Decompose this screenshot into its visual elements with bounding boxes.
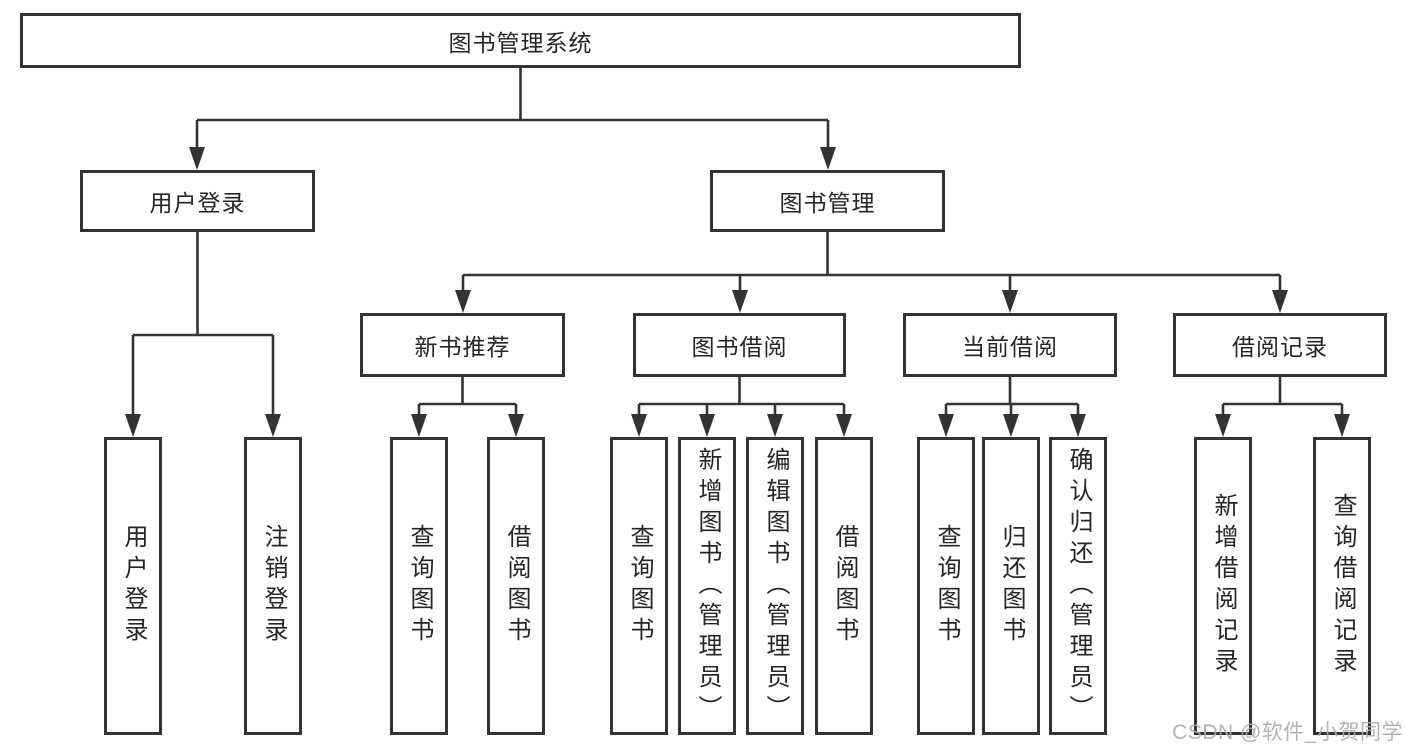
node-label: 用户登录 — [120, 524, 147, 648]
node-add-book-admin: 新增图书（管理员） — [678, 437, 736, 735]
watermark: CSDN @软件_小贺同学 — [1172, 721, 1403, 744]
arrowhead — [125, 414, 141, 437]
node-label: 查询借阅记录 — [1329, 493, 1356, 679]
node-label: 确认归还（管理员） — [1065, 446, 1092, 726]
node-label: 编辑图书（管理员） — [762, 446, 789, 726]
node-add-borrow-record: 新增借阅记录 — [1194, 437, 1252, 735]
arrowhead — [1002, 290, 1018, 313]
node-borrow-books-borrowing: 借阅图书 — [815, 437, 873, 735]
node-label: 新增借阅记录 — [1210, 493, 1237, 679]
node-query-books-current: 查询图书 — [917, 437, 975, 735]
arrowhead — [455, 290, 471, 313]
node-label: 新增图书（管理员） — [694, 446, 721, 726]
node-library-management-system: 图书管理系统 — [20, 13, 1021, 68]
node-query-borrow-record: 查询借阅记录 — [1313, 437, 1371, 735]
node-borrowing-records: 借阅记录 — [1173, 313, 1387, 377]
node-label: 图书管理系统 — [448, 29, 593, 56]
node-label: 图书借阅 — [691, 334, 788, 360]
arrowhead — [1070, 414, 1086, 437]
node-borrow-books-recommend: 借阅图书 — [487, 437, 545, 735]
node-edit-book-admin: 编辑图书（管理员） — [746, 437, 804, 735]
node-query-books-recommend: 查询图书 — [390, 437, 448, 735]
node-label: 新书推荐 — [414, 334, 511, 360]
arrowhead — [938, 414, 954, 437]
node-book-management: 图书管理 — [710, 170, 945, 232]
arrowhead — [1215, 414, 1231, 437]
arrowhead — [411, 414, 427, 437]
node-label: 借阅图书 — [831, 524, 858, 648]
node-label: 当前借阅 — [962, 334, 1058, 360]
node-label: 注销登录 — [260, 524, 287, 648]
node-label: 图书管理 — [779, 190, 876, 216]
arrowhead — [820, 147, 836, 170]
node-logout: 注销登录 — [244, 437, 302, 735]
node-label: 用户登录 — [149, 190, 246, 216]
arrowhead — [699, 414, 715, 437]
arrowhead — [1272, 290, 1288, 313]
arrowhead — [189, 147, 205, 170]
node-confirm-return-admin: 确认归还（管理员） — [1049, 437, 1107, 735]
arrowhead — [508, 414, 524, 437]
node-label: 归还图书 — [998, 524, 1025, 648]
arrowhead — [265, 414, 281, 437]
arrowhead — [767, 414, 783, 437]
node-label: 查询图书 — [406, 524, 433, 648]
node-current-borrowing: 当前借阅 — [903, 313, 1117, 377]
node-query-books-borrowing: 查询图书 — [610, 437, 668, 735]
node-label: 借阅图书 — [503, 524, 530, 648]
arrowhead — [1003, 414, 1019, 437]
arrowhead — [732, 290, 748, 313]
node-label: 查询图书 — [933, 524, 960, 648]
node-new-book-recommend: 新书推荐 — [360, 313, 565, 377]
arrowhead — [631, 414, 647, 437]
node-return-books: 归还图书 — [982, 437, 1040, 735]
node-label: 查询图书 — [626, 524, 653, 648]
node-book-borrowing: 图书借阅 — [633, 313, 846, 377]
arrowhead — [1334, 414, 1350, 437]
arrowhead — [836, 414, 852, 437]
node-label: 借阅记录 — [1232, 334, 1328, 360]
node-user-login: 用户登录 — [104, 437, 162, 735]
node-user-login-group: 用户登录 — [80, 170, 315, 232]
